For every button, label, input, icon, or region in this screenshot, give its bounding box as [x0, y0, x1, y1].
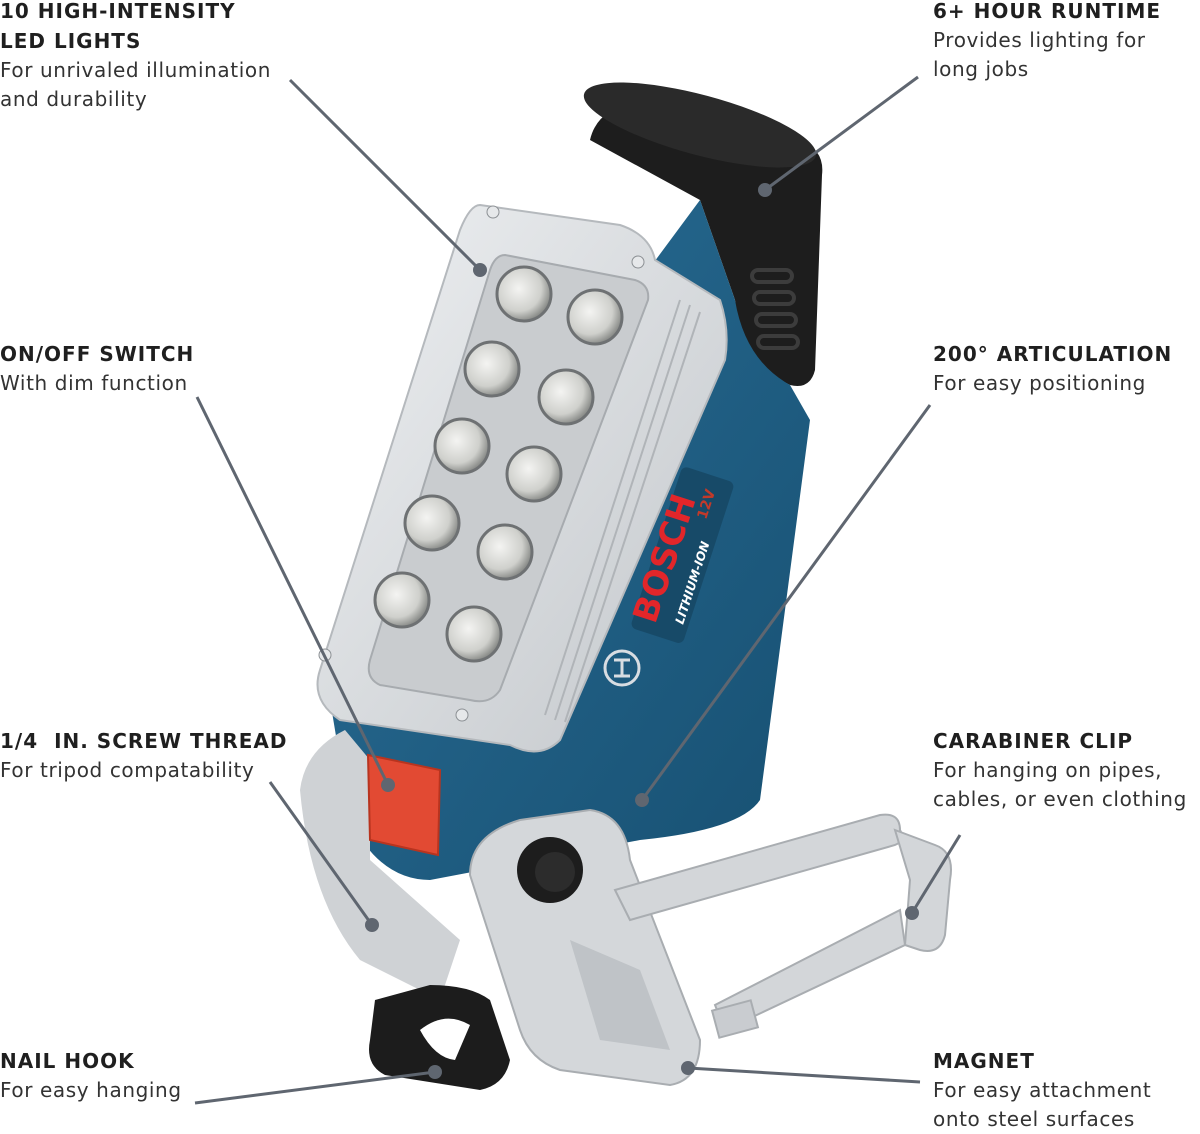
callout-description: Provides lighting for: [933, 28, 1146, 52]
callout-description: cables, or even clothing: [933, 787, 1187, 811]
callout-magnet: MAGNET For easy attachment onto steel su…: [933, 1046, 1151, 1134]
bosch-armature-icon: [603, 649, 641, 687]
callout-title: 200° ARTICULATION: [933, 342, 1173, 366]
led-array: [373, 265, 624, 663]
callout-title: CARABINER CLIP: [933, 729, 1134, 753]
callout-description: For tripod compatability: [0, 758, 255, 782]
callout-title: 6+ HOUR RUNTIME: [933, 0, 1162, 23]
callout-on-off-switch: ON/OFF SWITCH With dim function: [0, 339, 194, 398]
callout-description: For hanging on pipes,: [933, 758, 1163, 782]
carabiner-clip: [613, 813, 952, 1039]
callout-description: For unrivaled illumination: [0, 58, 271, 82]
callout-description: For easy attachment: [933, 1078, 1152, 1102]
callout-description: onto steel surfaces: [933, 1107, 1135, 1131]
callout-runtime: 6+ HOUR RUNTIME Provides lighting for lo…: [933, 0, 1161, 84]
callout-title: MAGNET: [933, 1049, 1035, 1073]
callout-description: For easy hanging: [0, 1078, 182, 1102]
callout-leader-lines: [194, 75, 962, 1105]
callout-led-lights: 10 HIGH-INTENSITY LED LIGHTS For unrival…: [0, 0, 271, 114]
callout-articulation: 200° ARTICULATION For easy positioning: [933, 339, 1172, 398]
callout-title: NAIL HOOK: [0, 1049, 135, 1073]
callout-description: long jobs: [933, 57, 1029, 81]
callout-title: ON/OFF SWITCH: [0, 342, 195, 366]
battery-pack: [583, 82, 823, 386]
callout-description: With dim function: [0, 371, 188, 395]
led-panel-housing: [316, 203, 728, 753]
callout-title: 1/4 IN. SCREW THREAD: [0, 729, 288, 753]
callout-title: 10 HIGH-INTENSITY: [0, 0, 236, 23]
on-off-switch[interactable]: [366, 753, 442, 857]
callout-description: and durability: [0, 87, 148, 111]
nail-hook: [369, 985, 510, 1090]
callout-screw-thread: 1/4 IN. SCREW THREAD For tripod compatab…: [0, 726, 288, 785]
callout-carabiner-clip: CARABINER CLIP For hanging on pipes, cab…: [933, 726, 1187, 814]
callout-title: LED LIGHTS: [0, 29, 142, 53]
callout-description: For easy positioning: [933, 371, 1146, 395]
pivot-bracket: [300, 730, 460, 1000]
callout-nail-hook: NAIL HOOK For easy hanging: [0, 1046, 182, 1105]
stand-base: [468, 808, 702, 1087]
